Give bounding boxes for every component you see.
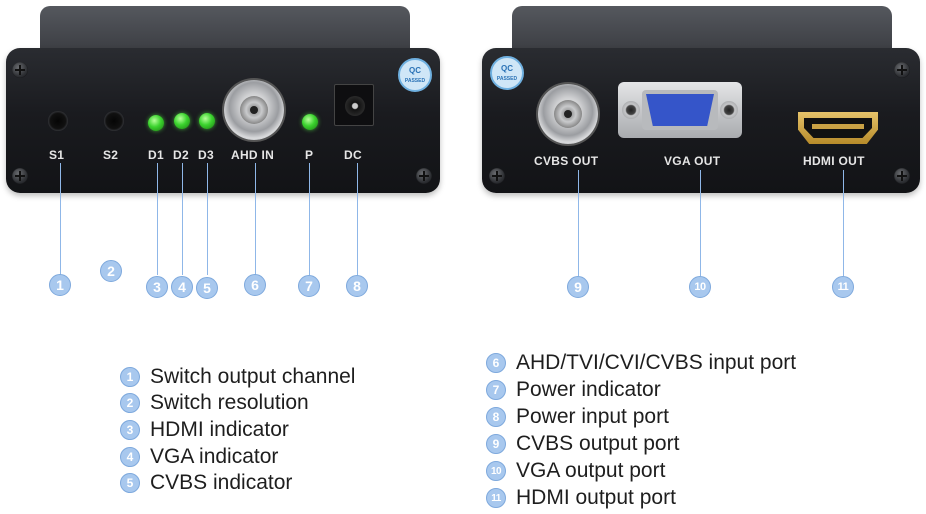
legend-item: 2 Switch resolution bbox=[120, 390, 309, 416]
screw-icon bbox=[12, 168, 28, 184]
label-s1: S1 bbox=[49, 148, 65, 162]
legend-item: 10 VGA output port bbox=[486, 458, 665, 484]
legend-number: 3 bbox=[120, 420, 140, 440]
back-panel-top bbox=[512, 6, 892, 54]
leader-line-3 bbox=[157, 163, 158, 275]
legend-number: 9 bbox=[486, 434, 506, 454]
screw-icon bbox=[489, 168, 505, 184]
s2-button[interactable] bbox=[104, 111, 124, 131]
leader-line-11 bbox=[843, 170, 844, 276]
callout-10: 10 bbox=[689, 276, 711, 298]
callout-7: 7 bbox=[298, 275, 320, 297]
legend-text: Power indicator bbox=[516, 378, 661, 401]
legend-text: VGA output port bbox=[516, 459, 666, 482]
legend-number: 4 bbox=[120, 447, 140, 467]
legend-text: CVBS output port bbox=[516, 432, 680, 455]
qc-passed-badge: QC PASSED bbox=[490, 56, 524, 90]
callout-1: 1 bbox=[49, 274, 71, 296]
callout-8: 8 bbox=[346, 275, 368, 297]
legend-item: 9 CVBS output port bbox=[486, 431, 679, 457]
d1-led bbox=[148, 115, 164, 131]
dc-power-jack[interactable] bbox=[334, 84, 374, 126]
label-p: P bbox=[305, 148, 314, 162]
legend-item: 7 Power indicator bbox=[486, 377, 661, 403]
label-dc: DC bbox=[344, 148, 362, 162]
d2-led bbox=[174, 113, 190, 129]
callout-11: 11 bbox=[832, 276, 854, 298]
qc-badge-line2: PASSED bbox=[404, 78, 426, 84]
leader-line-6 bbox=[255, 163, 256, 275]
leader-line-4 bbox=[182, 163, 183, 275]
cvbs-out-bnc-connector[interactable] bbox=[538, 84, 598, 144]
leader-line-9 bbox=[578, 170, 579, 276]
legend-number: 10 bbox=[486, 461, 506, 481]
power-led bbox=[302, 114, 318, 130]
d3-led bbox=[199, 113, 215, 129]
front-panel-top bbox=[40, 6, 410, 54]
legend-text: VGA indicator bbox=[150, 445, 279, 468]
callout-9: 9 bbox=[567, 276, 589, 298]
callout-6: 6 bbox=[244, 274, 266, 296]
legend-number: 8 bbox=[486, 407, 506, 427]
label-s2: S2 bbox=[103, 148, 119, 162]
callout-5: 5 bbox=[196, 277, 218, 299]
screw-icon bbox=[894, 168, 910, 184]
screw-icon bbox=[894, 62, 910, 78]
legend-text: HDMI output port bbox=[516, 486, 676, 509]
qc-badge-line1: QC bbox=[409, 66, 421, 75]
leader-line-7 bbox=[309, 163, 310, 275]
legend-number: 11 bbox=[486, 488, 506, 508]
legend-item: 8 Power input port bbox=[486, 404, 669, 430]
callout-2: 2 bbox=[100, 260, 122, 282]
hdmi-out-connector[interactable] bbox=[798, 112, 878, 144]
legend-text: Power input port bbox=[516, 405, 669, 428]
legend-item: 11 HDMI output port bbox=[486, 485, 676, 511]
screw-icon bbox=[416, 168, 432, 184]
legend-item: 1 Switch output channel bbox=[120, 364, 355, 390]
callout-4: 4 bbox=[171, 276, 193, 298]
label-d3: D3 bbox=[198, 148, 214, 162]
s1-button[interactable] bbox=[48, 111, 68, 131]
leader-line-5 bbox=[207, 163, 208, 275]
qc-badge-line2: PASSED bbox=[496, 76, 518, 82]
qc-passed-badge: QC PASSED bbox=[398, 58, 432, 92]
legend-text: Switch resolution bbox=[150, 391, 309, 414]
front-panel-face bbox=[6, 48, 440, 193]
leader-line-1 bbox=[60, 163, 61, 275]
leader-line-10 bbox=[700, 170, 701, 276]
label-hdmi-out: HDMI OUT bbox=[803, 154, 865, 168]
label-vga-out: VGA OUT bbox=[664, 154, 721, 168]
vga-out-connector[interactable] bbox=[618, 82, 742, 138]
screw-icon bbox=[12, 62, 28, 78]
legend-number: 1 bbox=[120, 367, 140, 387]
label-cvbs-out: CVBS OUT bbox=[534, 154, 599, 168]
leader-line-8 bbox=[357, 163, 358, 275]
ahd-in-bnc-connector[interactable] bbox=[224, 80, 284, 140]
legend-item: 3 HDMI indicator bbox=[120, 417, 289, 443]
label-d2: D2 bbox=[173, 148, 189, 162]
legend-number: 5 bbox=[120, 473, 140, 493]
legend-text: Switch output channel bbox=[150, 365, 356, 388]
legend-text: CVBS indicator bbox=[150, 471, 293, 494]
label-ahd-in: AHD IN bbox=[231, 148, 275, 162]
legend-text: HDMI indicator bbox=[150, 418, 289, 441]
label-d1: D1 bbox=[148, 148, 164, 162]
callout-3: 3 bbox=[146, 276, 168, 298]
legend-item: 6 AHD/TVI/CVI/CVBS input port bbox=[486, 350, 796, 376]
qc-badge-line1: QC bbox=[501, 64, 513, 73]
legend-text: AHD/TVI/CVI/CVBS input port bbox=[516, 351, 797, 374]
legend-item: 5 CVBS indicator bbox=[120, 470, 292, 496]
legend-number: 6 bbox=[486, 353, 506, 373]
legend-number: 7 bbox=[486, 380, 506, 400]
legend-item: 4 VGA indicator bbox=[120, 444, 278, 470]
legend-number: 2 bbox=[120, 393, 140, 413]
